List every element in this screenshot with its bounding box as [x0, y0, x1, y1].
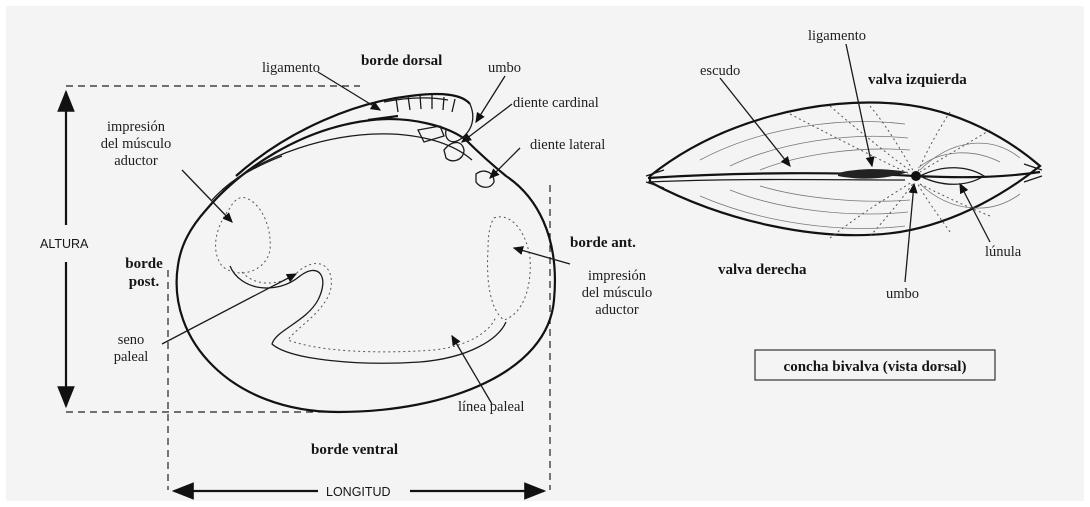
dorsal-edge — [236, 94, 470, 176]
label-impresion-anterior: impresión del músculo aductor — [582, 268, 652, 318]
leader-ligamento — [318, 72, 380, 110]
leader-escudo — [720, 78, 790, 166]
label-longitud: LONGITUD — [326, 485, 391, 499]
label-dorsal-ligamento: ligamento — [808, 28, 866, 44]
cardinal-tooth-a — [418, 126, 444, 142]
leader-umbo — [476, 76, 505, 122]
leader-seno-paleal — [162, 274, 296, 344]
label-escudo: escudo — [700, 63, 740, 79]
svg-text:paleal: paleal — [114, 349, 149, 365]
anterior-adductor-scar — [488, 217, 531, 320]
svg-text:del músculo: del músculo — [101, 136, 171, 152]
label-borde-dorsal: borde dorsal — [361, 53, 442, 69]
svg-text:aductor: aductor — [595, 302, 639, 318]
dorsal-ligament — [838, 169, 908, 179]
svg-text:del músculo: del músculo — [582, 285, 652, 301]
label-dorsal-umbo: umbo — [886, 286, 919, 302]
svg-text:post.: post. — [129, 274, 160, 290]
label-seno-paleal: seno paleal — [114, 332, 149, 365]
caption-text: concha bivalva (vista dorsal) — [784, 359, 967, 375]
leader-impresion-ant — [514, 248, 570, 264]
leader-dorsal-umbo — [905, 184, 914, 282]
label-borde-ant: borde ant. — [570, 235, 636, 251]
label-valva-derecha: valva derecha — [718, 262, 807, 278]
label-valva-izquierda: valva izquierda — [868, 72, 967, 88]
inner-valve-view: borde dorsal ligamento umbo diente cardi… — [40, 53, 652, 499]
leader-impresion-post — [182, 170, 232, 222]
svg-text:borde: borde — [125, 256, 163, 272]
svg-text:aductor: aductor — [114, 153, 158, 169]
commissure-lower — [648, 180, 905, 183]
label-diente-lateral: diente lateral — [530, 137, 605, 153]
lateral-tooth — [476, 171, 494, 187]
pallial-sinus — [242, 264, 496, 352]
label-umbo: umbo — [488, 60, 521, 76]
svg-text:seno: seno — [118, 332, 145, 348]
svg-text:impresión: impresión — [107, 119, 166, 135]
label-lunula: lúnula — [985, 244, 1022, 260]
leader-diente-cardinal — [462, 104, 512, 142]
label-ligamento: ligamento — [262, 60, 320, 76]
posterior-adductor-scar — [216, 197, 271, 272]
label-altura: ALTURA — [40, 237, 89, 251]
label-borde-ventral: borde ventral — [311, 442, 398, 458]
svg-text:impresión: impresión — [588, 268, 647, 284]
label-linea-paleal: línea paleal — [458, 399, 524, 415]
leader-dorsal-ligamento — [846, 44, 872, 166]
shell-outline — [177, 119, 555, 412]
label-impresion-posterior: impresión del músculo aductor — [101, 119, 171, 169]
pallial-line — [230, 266, 506, 363]
dorsal-view: ligamento escudo valva izquierda valva d… — [646, 28, 1042, 380]
leader-diente-lateral — [490, 148, 520, 178]
growth-lines-upper — [700, 106, 1020, 174]
label-diente-cardinal: diente cardinal — [513, 95, 599, 111]
label-borde-post: borde post. — [125, 256, 163, 290]
